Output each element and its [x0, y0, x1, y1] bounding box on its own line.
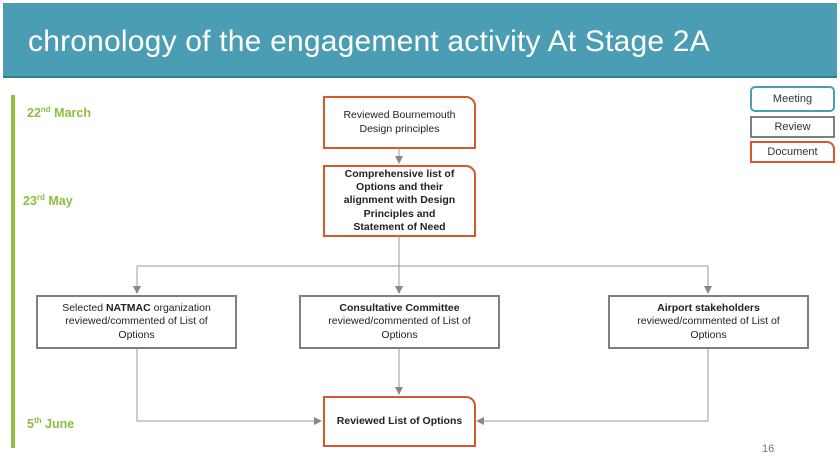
node-line: Reviewed List of Options	[336, 414, 463, 427]
node-line: Design principles	[359, 122, 440, 135]
date-suffix: nd	[40, 105, 51, 114]
legend-meeting: Meeting	[750, 86, 835, 112]
date-suffix: th	[33, 416, 42, 425]
arrow-airport-to-reviewed	[476, 349, 709, 425]
title-bar: chronology of the engagement activity At…	[3, 3, 837, 78]
page-number: 16	[762, 443, 775, 455]
legend-review: Review	[750, 116, 835, 138]
node-line: Reviewed Bournemouth	[343, 109, 456, 122]
node-line: Comprehensive list of	[344, 168, 455, 181]
node-prefix: Selected	[62, 302, 106, 315]
date-month: March	[54, 106, 91, 121]
node-text: Selected NATMAC organization reviewed/co…	[62, 302, 211, 341]
node-bold-name: NATMAC	[105, 302, 151, 315]
date-month: June	[45, 417, 75, 432]
node-line: reviewed/commented of List of	[637, 315, 780, 328]
node-line: Statement of Need	[353, 220, 446, 233]
node-line: Consultative Committee	[339, 302, 460, 315]
node-line: Airport stakeholders	[657, 302, 760, 315]
date-23-may: 23rd May	[23, 193, 73, 208]
date-day: 23	[23, 194, 37, 209]
legend-document: Document	[750, 141, 835, 163]
node-line: reviewed/commented of List of	[328, 315, 471, 328]
node-airport-stakeholders: Airport stakeholders reviewed/commented …	[608, 295, 809, 349]
node-line: reviewed/commented of List of	[65, 315, 208, 328]
node-consultative-committee: Consultative Committee reviewed/commente…	[299, 295, 500, 349]
slide-title: chronology of the engagement activity At…	[28, 25, 710, 58]
date-5-june: 5th June	[27, 416, 74, 431]
node-line: Principles and	[363, 207, 436, 220]
node-natmac-review: Selected NATMAC organization reviewed/co…	[36, 295, 237, 349]
timeline-bar	[11, 95, 15, 448]
date-day: 5	[27, 417, 34, 432]
date-month: May	[48, 194, 73, 209]
node-text: Consultative Committee reviewed/commente…	[328, 302, 470, 341]
node-line: Options and their	[356, 181, 443, 194]
node-line: alignment with Design	[343, 194, 456, 207]
node-reviewed-list-of-options: Reviewed List of Options	[323, 396, 476, 447]
node-reviewed-design-principles: Reviewed Bournemouth Design principles	[323, 96, 476, 149]
node-line: Options	[381, 328, 418, 341]
node-line: Options	[690, 328, 727, 341]
node-line: Selected NATMAC organization	[62, 302, 211, 315]
node-comprehensive-list: Comprehensive list of Options and their …	[323, 165, 476, 237]
node-line: Options	[118, 328, 155, 341]
node-text: Airport stakeholders reviewed/commented …	[637, 302, 779, 341]
date-day: 22	[27, 106, 41, 121]
node-text: Comprehensive list of Options and their …	[344, 168, 455, 234]
node-text: Reviewed Bournemouth Design principles	[343, 109, 455, 135]
arrow-natmac-to-reviewed	[136, 349, 322, 425]
date-suffix: rd	[36, 193, 45, 202]
date-22-march: 22nd March	[27, 105, 91, 120]
node-suffix: organization	[150, 302, 211, 315]
